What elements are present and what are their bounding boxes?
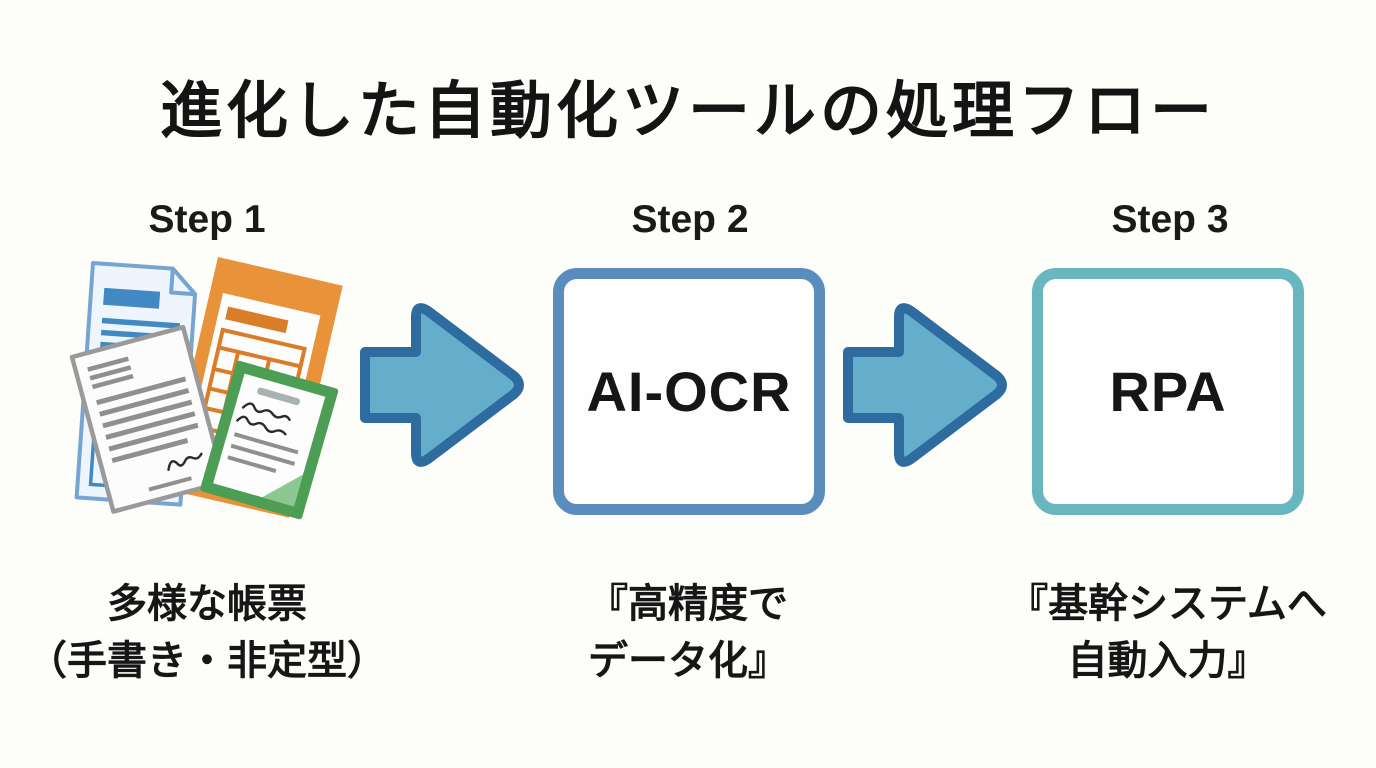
step-2-box: AI-OCR bbox=[553, 268, 825, 515]
step-3-caption-line1: 『基幹システムへ bbox=[1008, 582, 1327, 626]
arrow-right-icon bbox=[360, 296, 528, 474]
arrow-right-icon bbox=[843, 296, 1011, 474]
rpa-label: RPA bbox=[1109, 360, 1227, 423]
documents-stack-svg bbox=[69, 257, 343, 520]
step-1-caption: 多様な帳票 （手書き・非定型） bbox=[7, 576, 407, 690]
step-3-label: Step 3 bbox=[1111, 198, 1229, 241]
step-3-box: RPA bbox=[1032, 268, 1304, 515]
page-title: 進化した自動化ツールの処理フロー bbox=[159, 77, 1216, 146]
document-handwritten-icon bbox=[69, 324, 227, 514]
step-3-caption-line2: 自動入力』 bbox=[1067, 639, 1268, 683]
step-1-caption-line2: （手書き・非定型） bbox=[27, 639, 387, 683]
documents-stack-icon bbox=[55, 245, 355, 535]
step-1-label: Step 1 bbox=[148, 198, 266, 241]
document-green-icon bbox=[200, 360, 339, 520]
step-1-caption-line1: 多様な帳票 bbox=[107, 582, 307, 626]
step-3-caption: 『基幹システムへ 自動入力』 bbox=[950, 576, 1376, 690]
ai-ocr-label: AI-OCR bbox=[586, 360, 792, 423]
step-2-caption-line1: 『高精度で bbox=[588, 582, 788, 626]
step-2-caption-line2: データ化』 bbox=[588, 639, 788, 683]
step-2-caption: 『高精度で データ化』 bbox=[488, 576, 888, 690]
step-2-label: Step 2 bbox=[631, 198, 749, 241]
